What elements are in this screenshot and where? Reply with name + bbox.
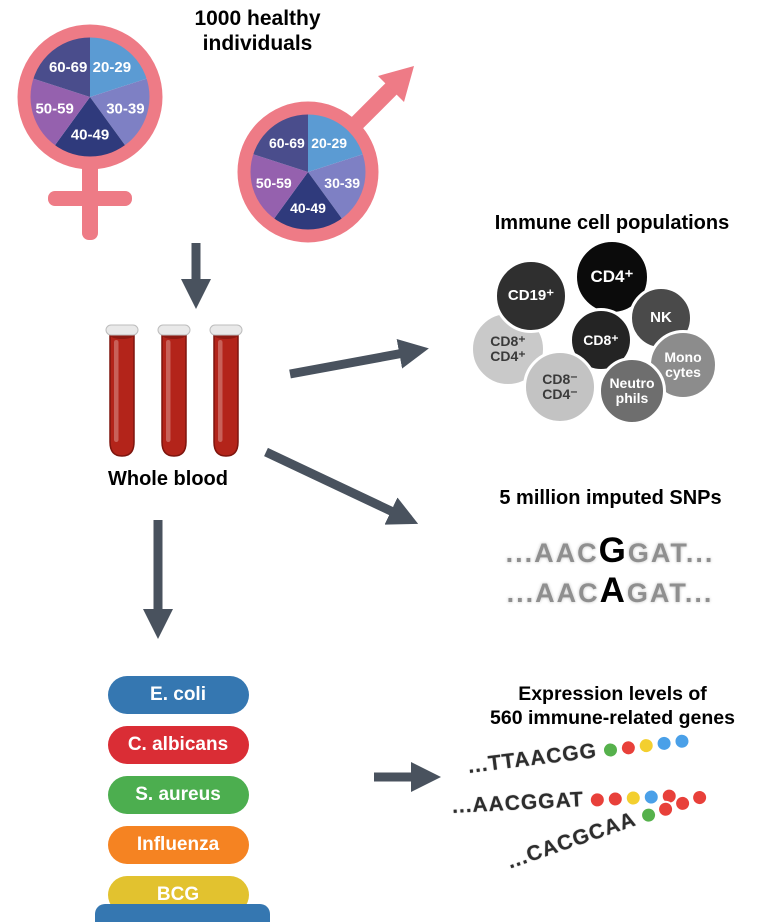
snp-sequence: ...AACGGAT... xyxy=(450,531,770,571)
whole-blood-label: Whole blood xyxy=(108,468,228,490)
snp-sequence: ...AACAGAT... xyxy=(450,571,770,611)
pie-label-60-69: 60-69 xyxy=(269,135,305,151)
pie-label-40-49: 40-49 xyxy=(71,126,109,143)
expression-dot-red xyxy=(618,737,638,757)
immune-cells-title: Immune cell populations xyxy=(494,212,730,234)
pie-slice-50-59 xyxy=(30,78,90,146)
pie-label-20-29: 20-29 xyxy=(93,59,131,76)
pie-slice-60-69 xyxy=(32,37,90,97)
snp-suffix: GAT... xyxy=(626,578,714,608)
expression-dot-red xyxy=(588,790,607,809)
age-pie-male: 20-29 30-39 40-49 50-59 60-69 xyxy=(250,114,366,230)
pie-slice-40-49 xyxy=(273,172,343,230)
stimulation-pill-partial xyxy=(95,904,270,922)
arrow-blood-to-cells xyxy=(289,339,429,379)
male-symbol: 20-29 30-39 40-49 50-59 60-69 xyxy=(237,66,414,243)
expression-dot-green xyxy=(600,740,620,760)
pie-label-60-69: 60-69 xyxy=(49,59,87,76)
blood-tube xyxy=(105,324,139,457)
arrow-blood-to-snps xyxy=(264,447,419,525)
read-sequence: ...AACGGAT xyxy=(451,788,585,818)
pie-label-30-39: 30-39 xyxy=(106,101,144,118)
expression-dot-green xyxy=(637,803,660,826)
snp-prefix: ...AAC xyxy=(506,578,600,608)
read-sequence: ...CACGCAA xyxy=(504,807,640,874)
stimulation-pill-c-albicans: C. albicans xyxy=(107,726,249,764)
pie-label-20-29: 20-29 xyxy=(311,135,347,151)
female-symbol-ring xyxy=(17,24,163,170)
pie-label-30-39: 30-39 xyxy=(324,175,360,191)
pie-label-40-49: 40-49 xyxy=(290,200,326,216)
immune-cell-cd8-cd4: CD8⁻ CD4⁻ xyxy=(523,350,597,424)
pie-slice-60-69 xyxy=(252,114,308,172)
snp-variant-allele: G xyxy=(598,531,628,570)
stimulation-pill-s-aureus: S. aureus xyxy=(107,776,249,814)
expression-dot-red xyxy=(654,798,677,820)
snp-suffix: GAT... xyxy=(627,538,715,568)
immune-cell-mono-cytes: Mono cytes xyxy=(648,330,718,400)
expression-read-ttaacgg: ...TTAACGG xyxy=(467,728,692,779)
age-pie-female: 20-29 30-39 40-49 50-59 60-69 xyxy=(30,37,150,157)
expression-dot-yellow xyxy=(636,735,656,755)
cohort-title: 1000 healthy individuals xyxy=(194,7,321,56)
read-sequence: ...TTAACGG xyxy=(466,739,599,778)
expression-reads: ...TTAACGG ...AACGGAT...CACGCAA xyxy=(450,731,771,922)
pie-label-50-59: 50-59 xyxy=(35,101,73,118)
snp-sequences: ...AACGGAT......AACAGAT... xyxy=(450,531,770,611)
expression-dot-red xyxy=(606,789,625,808)
male-symbol-ring xyxy=(237,101,379,243)
pie-slice-30-39 xyxy=(90,78,150,146)
blood-tube xyxy=(209,324,243,457)
expression-dot-red xyxy=(671,792,694,814)
pie-slice-20-29 xyxy=(308,114,364,172)
snp-variant-allele: A xyxy=(599,571,627,610)
pie-slice-50-59 xyxy=(250,154,308,219)
pie-slice-20-29 xyxy=(90,37,148,97)
female-symbol: 20-29 30-39 40-49 50-59 60-69 xyxy=(17,24,163,240)
expression-dot-blue xyxy=(654,733,674,753)
stimulation-pill-e-coli: E. coli xyxy=(107,676,249,714)
snp-title: 5 million imputed SNPs xyxy=(499,487,722,509)
pie-slice-40-49 xyxy=(54,97,126,157)
snp-prefix: ...AAC xyxy=(505,538,599,568)
blood-tube xyxy=(157,324,191,457)
stimulation-pill-influenza: Influenza xyxy=(107,826,249,864)
pie-label-50-59: 50-59 xyxy=(256,175,292,191)
blood-tubes xyxy=(105,324,243,457)
male-symbol-arrowhead xyxy=(378,66,414,102)
expression-title: Expression levels of 560 immune-related … xyxy=(490,683,735,729)
demographics-symbols: 20-29 30-39 40-49 50-59 60-69 20-29 30-39 40-4… xyxy=(17,24,414,243)
expression-dot-blue xyxy=(672,731,692,751)
immune-cell-neutro-phils: Neutro phils xyxy=(598,357,666,425)
expression-dot-red xyxy=(688,786,711,808)
pie-slice-30-39 xyxy=(308,154,366,219)
immune-cell-cd19: CD19⁺ xyxy=(494,259,568,333)
female-symbol-crossbar xyxy=(48,191,132,206)
